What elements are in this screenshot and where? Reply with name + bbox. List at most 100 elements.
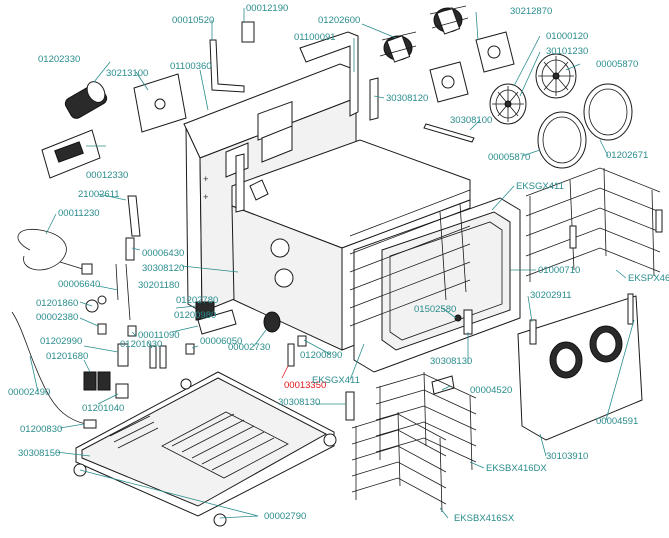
plug-01502580 xyxy=(454,314,462,322)
back-frame-post xyxy=(299,31,359,117)
small-bracket-30308130-lower xyxy=(345,391,355,421)
label-30308120-b: 30308120 xyxy=(142,263,184,274)
door-gasket xyxy=(389,221,503,341)
rod-21002611 xyxy=(127,195,141,237)
fitting-00002380 xyxy=(97,323,107,335)
label-01202780: 01202780 xyxy=(176,295,218,306)
valve-00006430 xyxy=(125,237,135,261)
label-00006050: 00006050 xyxy=(200,336,242,347)
part-labels: 00012190 00010520 01202600 30212870 0110… xyxy=(8,3,669,524)
base-plate-top xyxy=(81,377,328,507)
label-01000710: 01000710 xyxy=(538,265,580,276)
small-bracket-00013350 xyxy=(287,343,295,367)
cavity-bracket xyxy=(249,179,269,201)
cable-00002490 xyxy=(11,311,87,425)
label-01201040: 01201040 xyxy=(82,403,124,414)
label-EKSGX411-b: EKSGX411 xyxy=(312,375,360,386)
label-00013350: 00013350 xyxy=(284,380,326,391)
hose-00011230 xyxy=(17,228,87,271)
fan-00002730 xyxy=(263,311,281,333)
terminal-01200980 xyxy=(197,309,237,335)
label-01202330: 01202330 xyxy=(38,54,80,65)
side-bracket-left xyxy=(235,153,245,213)
fan-cover-latch xyxy=(627,293,634,325)
cavity-hole-bottom xyxy=(274,268,294,288)
motor-01202330 xyxy=(64,81,108,119)
ring-heater-upper xyxy=(583,83,633,141)
rack-rails xyxy=(349,189,471,327)
fitting-00011090 xyxy=(127,325,137,337)
label-30212870: 30212870 xyxy=(510,6,552,17)
foot-right xyxy=(323,433,337,447)
label-00006640: 00006640 xyxy=(58,279,100,290)
clip-00012190 xyxy=(241,21,255,43)
hinge-00004520 xyxy=(431,375,455,395)
label-30308120-a: 30308120 xyxy=(386,93,428,104)
label-00004520: 00004520 xyxy=(470,385,512,396)
side-rack-sx xyxy=(351,411,447,513)
motor-lower xyxy=(379,31,417,63)
contactor-01201680-b xyxy=(97,371,111,391)
label-01201860: 01201860 xyxy=(36,298,78,309)
contactor-01201680-a xyxy=(83,371,97,391)
label-00006430: 00006430 xyxy=(142,248,184,259)
side-bracket-top xyxy=(369,77,379,121)
label-01202671: 01202671 xyxy=(606,150,648,161)
label-00005870-b: 00005870 xyxy=(488,152,530,163)
component-01202990 xyxy=(117,343,129,367)
label-01502580: 01502580 xyxy=(414,304,456,315)
side-rack-dx xyxy=(375,371,477,471)
foot-back xyxy=(180,378,192,390)
fan-wheel-upper xyxy=(535,53,577,99)
label-EKSBX416DX: EKSBX416DX xyxy=(486,463,547,474)
label-00002730: 00002730 xyxy=(228,342,270,353)
leader-highlight xyxy=(281,365,289,379)
label-EKSBX416SX: EKSBX416SX xyxy=(454,513,515,524)
clip-01200890 xyxy=(297,335,307,347)
motor-upper xyxy=(429,5,469,35)
label-30201180: 30201180 xyxy=(138,280,180,291)
fitting-00006050 xyxy=(185,343,195,355)
label-21002611: 21002611 xyxy=(78,189,120,200)
label-30103910: 30103910 xyxy=(546,451,588,462)
label-00002790: 00002790 xyxy=(264,511,306,522)
label-00010520: 00010520 xyxy=(172,15,214,26)
label-30308100: 30308100 xyxy=(450,115,492,126)
label-01202600: 01202600 xyxy=(318,15,360,26)
pipe-00010520 xyxy=(209,39,245,93)
label-00002490: 00002490 xyxy=(8,387,50,398)
label-01201030: 01201030 xyxy=(120,339,162,350)
cavity-hole-top xyxy=(270,238,290,258)
label-30308130-a: 30308130 xyxy=(430,356,472,367)
fan-wheel-lower xyxy=(489,83,527,125)
door-frame-inner xyxy=(381,211,511,351)
label-00002380: 00002380 xyxy=(36,312,78,323)
label-30101230: 30101230 xyxy=(546,46,588,57)
label-30308130-b: 30308130 xyxy=(278,397,320,408)
label-00012330: 00012330 xyxy=(86,170,128,181)
tubes-00006640 xyxy=(115,263,131,321)
label-01100091: 01100091 xyxy=(294,32,336,43)
label-01200980: 01200980 xyxy=(174,310,216,321)
label-30213100: 30213100 xyxy=(106,68,148,79)
base-vent-grid xyxy=(161,411,289,479)
fuse-01201030-a xyxy=(149,345,157,369)
label-01202990: 01202990 xyxy=(40,336,82,347)
leader-lines xyxy=(29,8,635,519)
capacitor-01201040 xyxy=(115,383,129,399)
label-30308150: 30308150 xyxy=(18,448,60,459)
label-00011230: 00011230 xyxy=(58,208,100,219)
label-00005870-a: 00005870 xyxy=(596,59,638,70)
label-01200890: 01200890 xyxy=(300,350,342,361)
rail-strip xyxy=(423,123,475,143)
ring-heater-lower xyxy=(537,111,587,169)
panel-plus-mark-2: + xyxy=(203,192,209,203)
foot-front xyxy=(213,513,227,527)
label-01201680: 01201680 xyxy=(46,351,88,362)
label-01000120: 01000120 xyxy=(546,31,588,42)
label-00004591: 00004591 xyxy=(596,416,638,427)
label-00012190: 00012190 xyxy=(246,3,288,14)
label-EKSGX411-a: EKSGX411 xyxy=(516,181,564,192)
